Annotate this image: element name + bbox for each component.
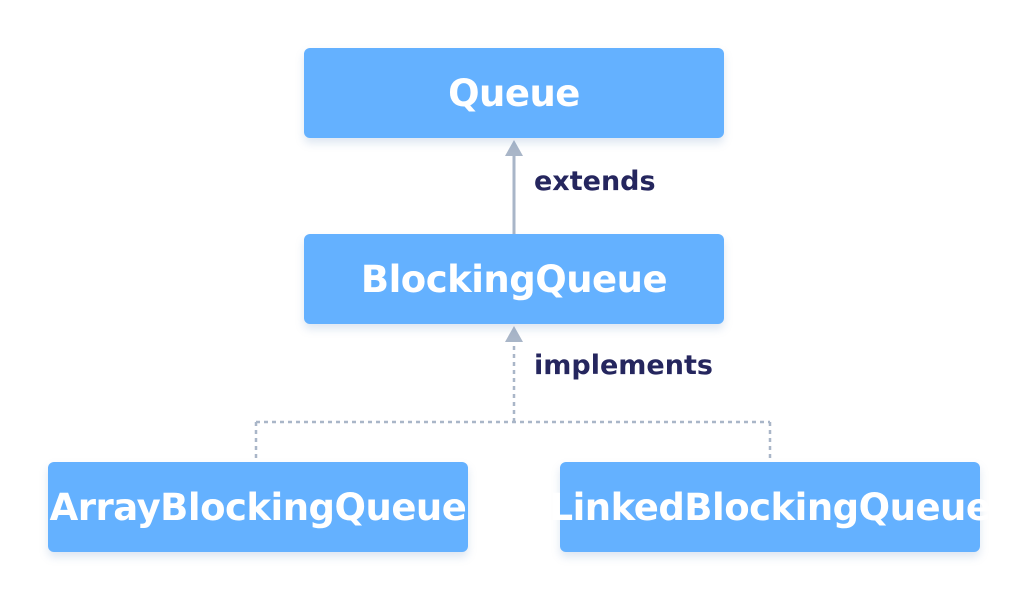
queue-label: Queue [448,71,580,115]
array-blocking-queue-node: ArrayBlockingQueue [48,462,468,552]
blocking-queue-label: BlockingQueue [360,257,668,301]
blocking-queue-node: BlockingQueue [304,234,724,324]
implements-arrowhead [505,326,523,342]
linked-blocking-queue-label: LinkedBlockingQueue [549,485,991,529]
linked-blocking-queue-node: LinkedBlockingQueue [550,462,991,552]
extends-label: extends [534,166,656,197]
implements-label: implements [534,350,713,381]
queue-node: Queue [304,48,724,138]
extends-arrowhead [505,140,523,156]
implements-connector [254,338,772,462]
array-blocking-queue-label: ArrayBlockingQueue [49,485,467,529]
